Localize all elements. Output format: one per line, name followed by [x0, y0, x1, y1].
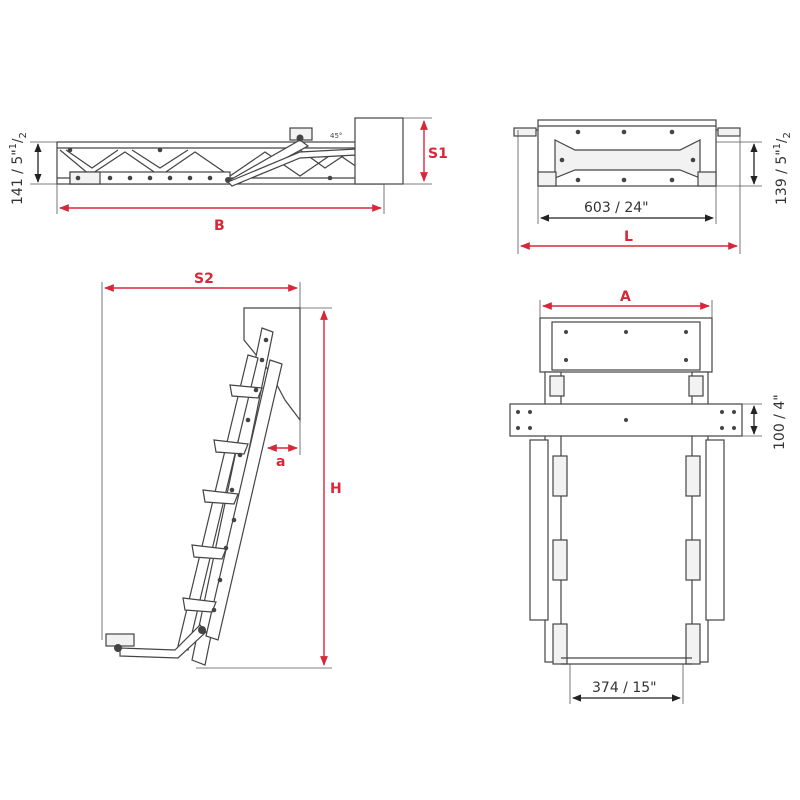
holes — [516, 410, 736, 430]
holes — [564, 330, 688, 362]
hatch-panel-inner — [551, 321, 701, 371]
ladder-stile-side — [205, 359, 283, 641]
height-left-label: 141 / 5"1/2 — [8, 132, 29, 205]
end-wheel — [697, 171, 717, 187]
left-outer-rail — [529, 439, 549, 621]
hatch-box — [354, 117, 404, 185]
holes — [211, 337, 269, 613]
label-s1: S1 — [428, 146, 448, 162]
label-s2: S2 — [194, 271, 214, 287]
label-l: L — [624, 229, 633, 245]
svg-text:141 / 5"1/2: 141 / 5"1/2 — [8, 132, 29, 205]
end-handle-right — [717, 127, 741, 137]
side-view-unfolded: S2 H a — [101, 271, 342, 669]
right-outer-rail — [705, 439, 725, 621]
inner-width-label: 603 / 24" — [584, 200, 649, 216]
bottom-width-label: 374 / 15" — [592, 680, 657, 696]
slider-plate — [69, 171, 101, 185]
svg-text:139 / 5"1/2: 139 / 5"1/2 — [772, 132, 793, 205]
side-view-folded: 45° 141 / 5"1/2 S1 B — [8, 117, 448, 234]
front-view: A 100 / 4" 374 / 15" — [509, 289, 788, 704]
rail-brackets — [549, 375, 704, 665]
step-depth-label: 100 / 4" — [772, 394, 788, 450]
label-a-width: A — [620, 289, 631, 305]
bottom-handle — [105, 633, 135, 647]
end-wheel — [537, 171, 557, 187]
label-h: H — [330, 481, 342, 497]
svg-text:100 / 4": 100 / 4" — [772, 394, 788, 450]
end-view: 139 / 5"1/2 603 / 24" L — [513, 119, 793, 254]
truss-line — [59, 149, 371, 177]
label-a: a — [276, 454, 285, 470]
holes — [559, 129, 696, 183]
height-right-label: 139 / 5"1/2 — [772, 132, 793, 205]
end-handle-left — [513, 127, 537, 137]
label-b: B — [214, 218, 225, 234]
angle-mark-label: 45° — [330, 132, 342, 140]
ladder-steps — [182, 384, 263, 613]
handrail — [119, 624, 207, 659]
